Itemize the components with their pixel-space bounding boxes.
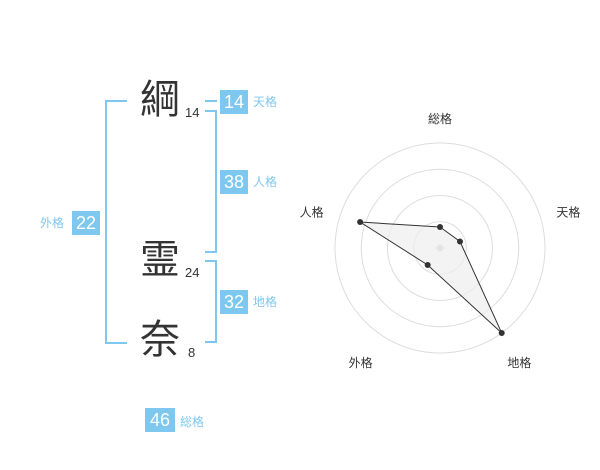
jinkaku-label: 人格 bbox=[253, 175, 278, 189]
axis-label-chikaku: 地格 bbox=[507, 355, 531, 370]
name-char-1-strokes: 14 bbox=[185, 105, 200, 120]
radar-point bbox=[437, 224, 443, 230]
soukaku-value: 46 bbox=[145, 408, 175, 432]
tenkaku-label: 天格 bbox=[253, 95, 278, 109]
chikaku-value: 32 bbox=[220, 290, 248, 314]
name-char-3: 奈 bbox=[140, 317, 180, 363]
radar-point bbox=[357, 219, 364, 226]
radar-ring bbox=[360, 168, 520, 328]
tenkaku-bracket bbox=[205, 100, 217, 102]
axis-label-tenkaku: 天格 bbox=[556, 204, 580, 219]
radar-chart: 総格 天格 地格 外格 人格 bbox=[300, 111, 581, 370]
outer-bracket bbox=[105, 100, 127, 344]
soukaku-label: 総格 bbox=[180, 415, 205, 429]
tenkaku-value: 14 bbox=[220, 90, 248, 114]
gaikaku-label: 外格 bbox=[40, 216, 65, 230]
name-char-3-strokes: 8 bbox=[188, 345, 196, 360]
chikaku-bracket bbox=[205, 260, 217, 343]
jinkaku-bracket bbox=[205, 110, 217, 253]
radar-ring bbox=[387, 195, 493, 301]
radar-shape bbox=[359, 221, 503, 334]
axis-label-gaikaku: 外格 bbox=[349, 355, 373, 370]
radar-ring bbox=[334, 142, 546, 354]
chikaku-label: 地格 bbox=[253, 295, 278, 309]
gaikaku-value: 22 bbox=[72, 211, 100, 235]
axis-label-jinkaku: 人格 bbox=[300, 204, 324, 219]
name-char-2: 霊 bbox=[140, 237, 180, 283]
axis-label-soukaku: 総格 bbox=[428, 111, 452, 126]
jinkaku-value: 38 bbox=[220, 170, 248, 194]
name-char-2-strokes: 24 bbox=[185, 265, 200, 280]
radar-points bbox=[357, 219, 505, 336]
radar-point bbox=[456, 238, 463, 245]
radar-point bbox=[498, 329, 505, 336]
radar-point bbox=[424, 261, 431, 268]
name-char-1: 綱 bbox=[140, 77, 180, 123]
